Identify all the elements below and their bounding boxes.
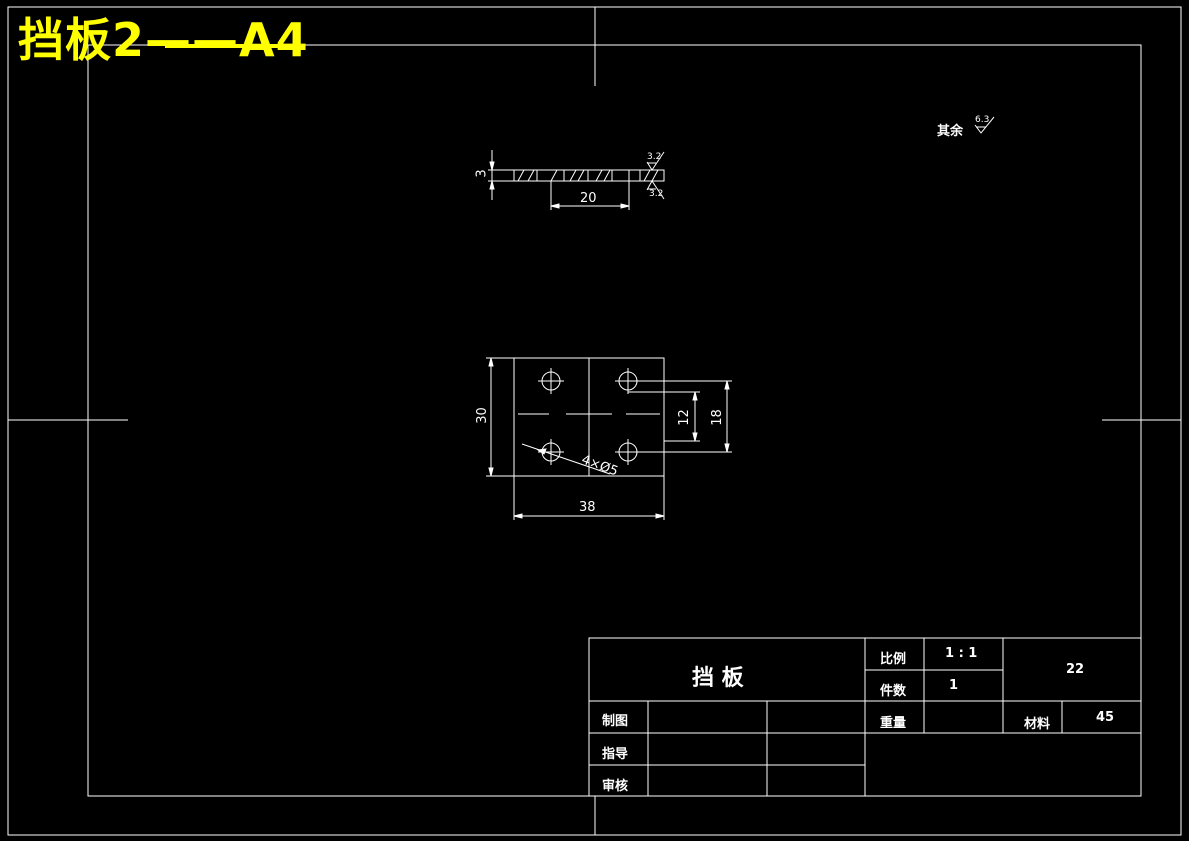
hole-spacing-18-label: 18	[709, 409, 725, 426]
drawn-label: 制图	[602, 714, 629, 729]
scale-label: 比例	[880, 652, 907, 667]
roughness-symbol-general	[974, 116, 995, 134]
thickness-dim-label: 3	[474, 169, 490, 178]
supervisor-label: 指导	[602, 747, 629, 762]
hole-top-left	[538, 368, 564, 394]
roughness-bottom-label: 3.2	[649, 189, 664, 199]
sheet-heading: 挡板2——A4	[18, 13, 309, 67]
plan-view	[486, 357, 732, 520]
title-block	[588, 637, 1142, 797]
material-value: 45	[1096, 710, 1115, 725]
outer-frame	[7, 6, 1182, 836]
part-name: 挡 板	[692, 666, 744, 691]
reviewer-label: 审核	[602, 779, 629, 794]
quantity-value: 1	[949, 678, 959, 693]
weight-label: 重量	[880, 716, 907, 731]
height-dim-label: 30	[474, 407, 490, 424]
quantity-label: 件数	[880, 684, 907, 699]
drawing-number: 22	[1066, 662, 1085, 677]
roughness-note-label: 其余	[937, 124, 964, 139]
roughness-note-value: 6.3	[975, 115, 990, 125]
scale-value: 1 : 1	[945, 646, 978, 661]
roughness-top-label: 3.2	[647, 152, 662, 162]
section-view	[488, 150, 665, 210]
width-dim-label: 38	[579, 500, 596, 515]
hole-spacing-12-label: 12	[676, 409, 692, 426]
length-dim-label: 20	[580, 191, 597, 206]
material-label: 材料	[1024, 717, 1051, 732]
inner-frame	[87, 44, 1142, 797]
